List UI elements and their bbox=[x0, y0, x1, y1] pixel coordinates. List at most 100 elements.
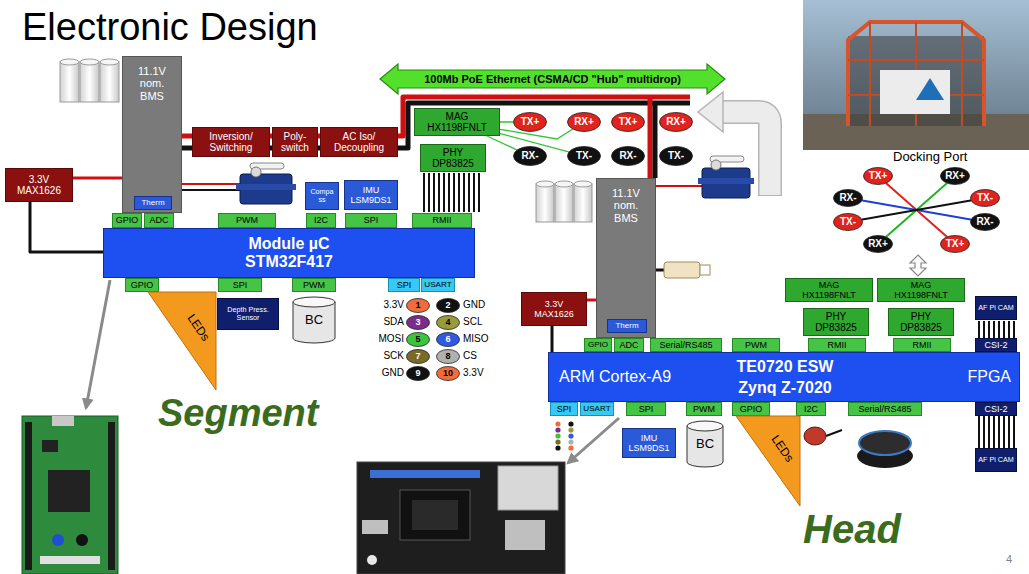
power-bus-wires bbox=[182, 183, 240, 185]
buoyancy-cylinder: BC bbox=[686, 420, 724, 468]
led-triangle bbox=[736, 416, 800, 506]
docking-pin-circle: TX+ bbox=[863, 167, 893, 185]
head-battery-cells bbox=[555, 181, 573, 187]
zynq-board-photo bbox=[505, 520, 545, 550]
signal-pin-circle: TX+ bbox=[513, 112, 547, 132]
interface-tab: SPI bbox=[388, 278, 420, 292]
component-label: GPIO bbox=[740, 404, 763, 414]
signal-wire bbox=[862, 201, 970, 220]
segment-battery-cells bbox=[100, 59, 119, 65]
cylinder-body bbox=[687, 426, 723, 467]
pin-ellipse bbox=[514, 113, 547, 132]
component-label: ADC bbox=[619, 340, 638, 350]
segment-battery-cells bbox=[60, 59, 79, 65]
component-label: Therm bbox=[141, 199, 164, 208]
stm32-board-photo bbox=[42, 440, 58, 452]
docking-pin-circle: TX+ bbox=[940, 235, 970, 253]
led-array: LEDs bbox=[148, 292, 216, 390]
signal-wire bbox=[500, 121, 513, 122]
mini-pin-header bbox=[568, 427, 573, 432]
zynq-board-photo bbox=[412, 500, 458, 530]
head-servo bbox=[698, 156, 754, 198]
mini-pin-header bbox=[568, 421, 573, 426]
sonar-puck bbox=[859, 431, 911, 455]
power-box: AC Iso/ Decoupling bbox=[320, 127, 398, 157]
signal-wire bbox=[862, 201, 970, 220]
interface-tab: GPIO bbox=[125, 278, 159, 292]
docking-pin-circle: RX+ bbox=[863, 235, 893, 253]
pin-ellipse bbox=[834, 190, 863, 207]
interface-tab: Serial/RS485 bbox=[848, 402, 922, 416]
phy-box: PHY DP83825 bbox=[420, 144, 486, 172]
docking-double-arrow bbox=[910, 255, 926, 276]
interface-tab: PWM bbox=[218, 213, 276, 228]
component-label: IMU LSM9DS1 bbox=[348, 185, 394, 205]
pin-ellipse bbox=[437, 366, 460, 380]
power-box: Inversion/ Switching bbox=[192, 127, 270, 157]
signal-pin-circle: TX- bbox=[567, 146, 601, 166]
component-label: Serial/RS485 bbox=[659, 340, 712, 350]
head-battery-cells bbox=[574, 184, 592, 222]
stm32-board-photo bbox=[22, 416, 118, 574]
component-label: RX- bbox=[976, 216, 993, 227]
mini-pin-header bbox=[568, 439, 573, 444]
component-label: IMU LSM9DS1 bbox=[626, 433, 672, 453]
pin-signal-name: SDA bbox=[383, 316, 404, 328]
component-label: 1 bbox=[415, 300, 420, 310]
stm32-board-photo bbox=[52, 416, 74, 426]
component-label: AC Iso/ Decoupling bbox=[324, 131, 394, 153]
mini-pin-header bbox=[555, 439, 560, 444]
pin-ellipse bbox=[437, 298, 460, 312]
header-pin-circle: 7 bbox=[406, 349, 430, 364]
pin-ellipse bbox=[437, 349, 460, 363]
interface-tab: CSI-2 bbox=[975, 402, 1017, 416]
component-label: Module µC STM32F417 bbox=[234, 235, 344, 271]
docking-pin-circle: RX+ bbox=[940, 167, 970, 185]
pin-ellipse bbox=[864, 168, 893, 185]
interface-tab: I2C bbox=[306, 213, 336, 228]
interface-tab: RMII bbox=[412, 213, 472, 228]
thermistor-box: Therm bbox=[134, 196, 172, 210]
signal-pin-circle: RX- bbox=[513, 146, 547, 166]
pin-ellipse bbox=[568, 147, 601, 166]
interface-tab: USART bbox=[580, 402, 614, 416]
flow-arrow bbox=[722, 112, 770, 196]
pin-ellipse bbox=[612, 147, 645, 166]
component-label: RMII bbox=[433, 215, 452, 225]
vehicle-photo bbox=[916, 78, 944, 100]
component-label: TX- bbox=[840, 216, 856, 227]
mini-pin-header bbox=[555, 421, 560, 426]
interface-tab: USART bbox=[421, 278, 455, 292]
component-label: CSI-2 bbox=[984, 404, 1007, 414]
section-heading: Segment bbox=[158, 392, 318, 436]
power-bus-wires bbox=[182, 189, 240, 191]
component-label: USART bbox=[424, 280, 451, 289]
pin-ellipse bbox=[834, 214, 863, 231]
component-label: SPI bbox=[397, 280, 412, 290]
power-bus-wires bbox=[648, 97, 653, 178]
bms-box: 11.1V nom. BMS Therm bbox=[122, 56, 182, 213]
component-label: PHY DP83825 bbox=[423, 147, 483, 169]
buoyancy-cylinder: BC bbox=[292, 296, 336, 344]
component-label: 11.1V nom. BMS bbox=[132, 65, 172, 102]
component-label: RX+ bbox=[868, 238, 888, 249]
stm32-board-photo bbox=[52, 534, 64, 546]
phy-pins bbox=[424, 173, 479, 212]
power-bus-wires bbox=[73, 177, 122, 180]
signal-pin-circle: TX+ bbox=[611, 112, 645, 132]
sensor-box: Depth Press. Sensor bbox=[217, 298, 279, 330]
stm32-board-photo bbox=[25, 422, 32, 570]
docking-pin-circle: TX- bbox=[833, 213, 863, 231]
head-battery-cells bbox=[574, 181, 592, 187]
flow-arrow bbox=[698, 92, 770, 196]
component-label: 11.1V nom. BMS bbox=[606, 187, 646, 224]
component-label: 10 bbox=[443, 368, 453, 378]
interface-tab: SPI bbox=[218, 278, 262, 292]
board-leader-arrows bbox=[86, 280, 619, 463]
pin-signal-name: CS bbox=[463, 350, 477, 362]
flow-arrow bbox=[721, 112, 770, 195]
board-leader-arrows bbox=[86, 280, 110, 408]
component-label: RMII bbox=[828, 340, 847, 350]
